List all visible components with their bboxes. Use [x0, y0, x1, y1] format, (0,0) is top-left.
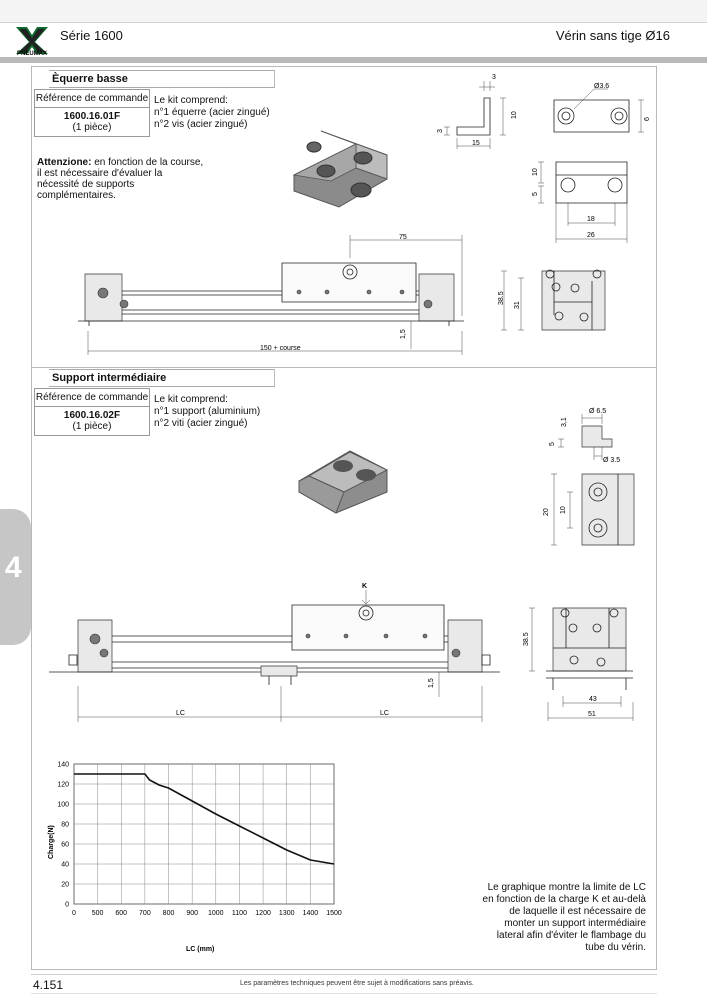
support-kit-title: Le kit comprend:	[154, 394, 228, 405]
top-bar	[0, 0, 707, 23]
bracket-reference-box: Référence de commande 1600.16.01F (1 piè…	[34, 89, 150, 137]
x-tick-label: 1400	[303, 910, 319, 917]
x-tick-label: 1500	[326, 910, 342, 917]
y-axis-label: Charge(N)	[48, 825, 55, 859]
x-tick-label: 500	[92, 910, 104, 917]
bracket-section-title: Èquerre basse	[49, 70, 275, 88]
pneumax-logo: PNEUMAX	[13, 25, 51, 57]
dimension-38-5-support: 38.5	[523, 632, 530, 646]
support-kit-line-2: n°2 viti (acier zingué)	[154, 418, 248, 429]
dimension-3-1: 3,1	[561, 417, 568, 427]
logo-text: PNEUMAX	[17, 51, 47, 57]
load-limit-line	[74, 773, 335, 865]
bracket-end-view: 38.5 31	[498, 269, 606, 331]
lc-left-label: LC	[176, 710, 185, 717]
x-tick-label: 600	[115, 910, 127, 917]
chart-plot-area	[73, 763, 335, 905]
support-kit-line-1: n°1 support (aluminium)	[154, 406, 261, 417]
support-reference-box: Référence de commande 1600.16.02F (1 piè…	[34, 388, 150, 436]
support-reference-label: Référence de commande	[35, 389, 149, 407]
dimension-10: 10	[511, 111, 518, 119]
series-title: Série 1600	[60, 28, 123, 43]
bracket-warning-note: Attenzione: en fonction de la course, il…	[37, 157, 207, 201]
support-quantity: (1 pièce)	[72, 421, 112, 432]
product-title: Vérin sans tige Ø16	[555, 28, 670, 43]
bracket-kit-line-1: n°1 équerre (acier zingué)	[154, 107, 270, 118]
warning-label: Attenzione:	[37, 157, 92, 168]
dimension-3-side: 3	[437, 129, 444, 133]
footer-notice: Les paramètres techniques peuvent être s…	[240, 980, 474, 987]
dimension-10: 10	[560, 506, 567, 514]
bracket-reference-label: Référence de commande	[35, 90, 149, 108]
dimension-150-plus-stroke: 150 + course	[260, 345, 301, 352]
bracket-kit-line-2: n°2 vis (acier zingué)	[154, 119, 248, 130]
x-tick-label: 0	[72, 910, 76, 917]
diameter-6-5: Ø 6.5	[589, 408, 606, 415]
x-tick-label: 700	[139, 910, 151, 917]
dimension-1-5: 1,5	[400, 329, 407, 339]
chapter-tab	[0, 509, 31, 645]
y-tick-label: 140	[57, 762, 69, 769]
dimension-51: 51	[588, 711, 596, 718]
x-tick-label: 1000	[208, 910, 224, 917]
x-tick-label: 800	[163, 910, 175, 917]
chapter-number: 4	[5, 551, 22, 584]
support-end-view: 38.5 43 51	[523, 607, 634, 721]
dimension-5: 5	[532, 192, 539, 196]
dimension-31: 31	[514, 301, 521, 309]
warning-text: en fonction de la course, il est nécessa…	[37, 157, 204, 201]
bracket-technical-views: 3 10 3 15 Ø3.6 6 10 5 18 26	[437, 74, 651, 243]
support-reference-code: 1600.16.02F	[63, 410, 121, 421]
dimension-3-top: 3	[492, 74, 496, 81]
y-tick-label: 120	[57, 782, 69, 789]
lc-right-label: LC	[380, 710, 389, 717]
support-kit-contents: Le kit comprend: n°1 support (aluminium)…	[154, 394, 260, 430]
dimension-43: 43	[589, 696, 597, 703]
chart-caption: Le graphique montre la limite de LC en f…	[482, 882, 646, 953]
hole-diameter-3-6: Ø3.6	[594, 83, 609, 90]
dimension-38-5: 38.5	[498, 291, 505, 305]
footer-bar	[31, 974, 657, 994]
x-axis-label: LC (mm)	[186, 946, 214, 953]
y-tick-label: 0	[65, 902, 69, 909]
y-tick-label: 20	[61, 882, 69, 889]
bracket-reference-code: 1600.16.01F	[63, 111, 121, 122]
x-tick-label: 1300	[279, 910, 295, 917]
section-divider	[31, 367, 656, 368]
support-section-title: Support intermédiaire	[49, 369, 275, 387]
bracket-quantity: (1 pièce)	[72, 122, 112, 133]
header-divider	[0, 57, 707, 63]
bracket-assembly-drawing: 75 1,5 150 + course	[78, 234, 464, 355]
support-technical-views: 3,1 Ø 6.5 5 Ø 3.5 20 10	[543, 408, 635, 546]
dimension-26: 26	[587, 232, 595, 239]
dimension-75: 75	[399, 234, 407, 241]
dimension-1-5-support: 1,5	[428, 678, 435, 688]
dimension-20: 20	[543, 508, 550, 516]
y-tick-label: 100	[57, 802, 69, 809]
diameter-3-5: Ø 3.5	[603, 457, 620, 464]
y-tick-label: 80	[61, 822, 69, 829]
y-tick-label: 40	[61, 862, 69, 869]
bracket-3d-render	[292, 130, 388, 208]
x-tick-label: 1200	[255, 910, 271, 917]
dimension-5: 5	[549, 442, 556, 446]
dimension-6: 6	[644, 117, 651, 121]
y-tick-label: 60	[61, 842, 69, 849]
load-k-label: K	[362, 583, 367, 590]
bracket-kit-contents: Le kit comprend: n°1 équerre (acier zing…	[154, 95, 270, 131]
bracket-kit-title: Le kit comprend:	[154, 95, 228, 106]
support-3d-render	[298, 450, 389, 514]
x-tick-label: 1100	[232, 910, 247, 917]
dimension-10-lower: 10	[532, 168, 539, 176]
support-assembly-drawing: K LC LC 1,5	[49, 583, 500, 722]
page-number: 4.151	[33, 978, 64, 992]
dimension-18: 18	[587, 216, 595, 223]
dimension-15: 15	[472, 140, 480, 147]
x-tick-label: 900	[186, 910, 198, 917]
